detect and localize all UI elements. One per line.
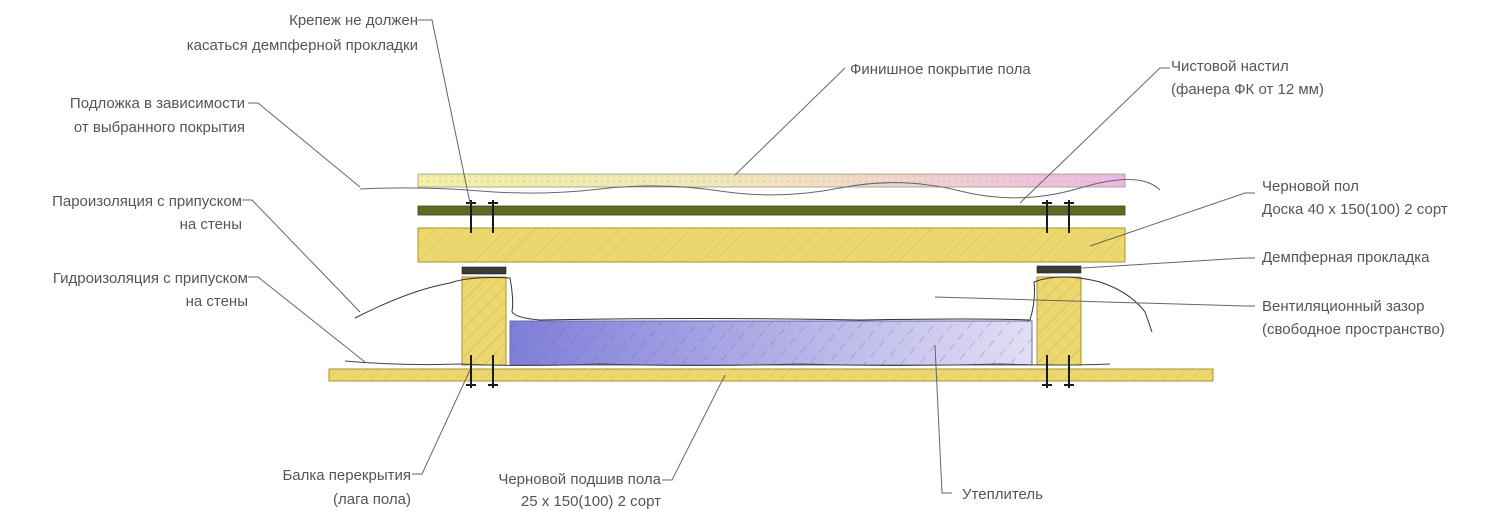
underlay-label: Подложка в зависимости от выбранного пок… <box>70 95 245 136</box>
svg-text:Черновой пол: Черновой пол <box>1262 178 1359 195</box>
insulation-label: Утеплитель <box>962 486 1043 503</box>
subfloor-label: Черновой подшив пола 25 х 150(100) 2 сор… <box>498 471 661 510</box>
subfloor-layer <box>328 368 1214 382</box>
waterproofing-label: Гидроизоляция с припуском на стены <box>53 270 248 310</box>
svg-text:Подложка в зависимости: Подложка в зависимости <box>70 95 245 112</box>
svg-text:Вентиляционный зазор: Вентиляционный зазор <box>1262 298 1424 315</box>
svg-text:Крепеж не должен: Крепеж не должен <box>289 12 418 29</box>
joist-label: Балка перекрытия (лага пола) <box>282 467 411 508</box>
joist-right <box>1036 276 1082 366</box>
fasteners-bottom <box>466 355 1074 388</box>
finish-floor-layer <box>417 173 1126 188</box>
svg-text:(свободное пространство): (свободное пространство) <box>1262 321 1445 338</box>
rough-floor-label: Черновой пол Доска 40 х 150(100) 2 сорт <box>1262 178 1448 218</box>
clean-deck-label: Чистовой настил (фанера ФК от 12 мм) <box>1171 58 1324 98</box>
svg-text:на стены: на стены <box>186 293 248 310</box>
damper-pad-right <box>1036 265 1082 274</box>
svg-text:на стены: на стены <box>180 216 242 233</box>
insulation-block <box>509 320 1033 366</box>
damper-pad-left <box>461 266 507 275</box>
vapor-barrier-label: Пароизоляция с припуском на стены <box>52 193 242 233</box>
svg-text:Доска 40 х 150(100) 2 сорт: Доска 40 х 150(100) 2 сорт <box>1262 201 1448 218</box>
fastener-note-label: Крепеж не должен касаться демпферной про… <box>187 12 418 54</box>
leader-lines <box>242 19 1255 494</box>
damper-pad-label: Демпферная прокладка <box>1262 249 1430 266</box>
vapor-barrier-line <box>354 276 1153 333</box>
svg-text:25 х 150(100) 2 сорт: 25 х 150(100) 2 сорт <box>521 493 661 510</box>
svg-text:Гидроизоляция с припуском: Гидроизоляция с припуском <box>53 270 248 287</box>
fasteners-top <box>466 200 1074 233</box>
svg-text:от выбранного покрытия: от выбранного покрытия <box>74 119 245 136</box>
rough-floor-layer <box>417 227 1126 263</box>
joist-left <box>461 276 507 366</box>
finish-floor-label: Финишное покрытие пола <box>850 61 1031 78</box>
svg-text:(фанера ФК от 12 мм): (фанера ФК от 12 мм) <box>1171 81 1324 98</box>
svg-text:Черновой подшив пола: Черновой подшив пола <box>498 471 661 488</box>
ventilation-gap-label: Вентиляционный зазор (свободное простран… <box>1262 298 1445 338</box>
svg-text:Чистовой настил: Чистовой настил <box>1171 58 1289 75</box>
waterproofing-line <box>344 360 1111 366</box>
underlay-line <box>359 179 1161 199</box>
svg-text:Пароизоляция с припуском: Пароизоляция с припуском <box>52 193 242 210</box>
svg-text:касаться демпферной прокладки: касаться демпферной прокладки <box>187 37 418 54</box>
plywood-deck-layer <box>417 205 1126 216</box>
svg-text:(лага пола): (лага пола) <box>333 491 411 508</box>
svg-text:Балка перекрытия: Балка перекрытия <box>282 467 411 484</box>
